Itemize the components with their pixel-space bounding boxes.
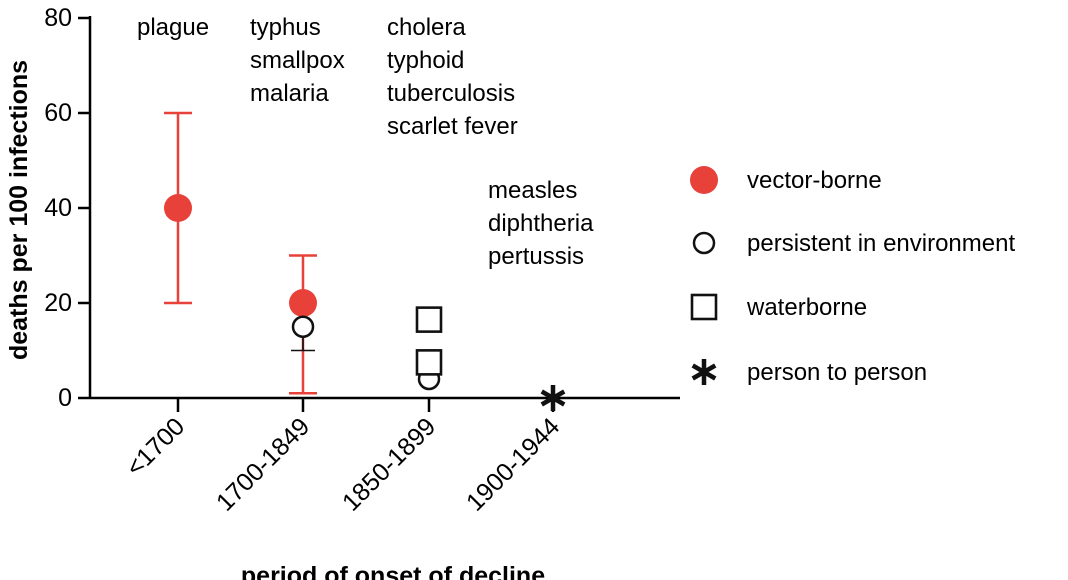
data-point	[415, 349, 443, 376]
y-tick-label: 20	[44, 289, 72, 317]
legend-label: waterborne	[746, 294, 867, 321]
annotation-line: smallpox	[250, 47, 345, 74]
annotation-line: diphtheria	[488, 210, 594, 237]
x-tick-label: 1700-1849	[211, 412, 315, 516]
legend-marker	[690, 166, 718, 194]
x-tick-label: 1900-1944	[461, 412, 565, 516]
y-ticks: 0 20 40 60 80	[44, 4, 90, 412]
annotation-line: tuberculosis	[387, 80, 515, 107]
error-bars	[164, 111, 317, 395]
y-tick-label: 60	[44, 99, 72, 127]
x-tick-label: 1850-1899	[337, 412, 441, 516]
legend-label: vector-borne	[747, 167, 882, 194]
legend-label: person to person	[747, 359, 927, 386]
legend-marker	[690, 293, 718, 321]
annotation-line: plague	[137, 14, 209, 41]
data-point	[415, 306, 443, 333]
data-points	[164, 194, 566, 411]
annotation-line: typhus	[250, 14, 321, 41]
annotation-line: scarlet fever	[387, 113, 518, 140]
data-point	[291, 315, 315, 338]
annotation-line: cholera	[387, 14, 466, 41]
annotation-line: measles	[488, 177, 577, 204]
annotation-line: typhoid	[387, 47, 464, 74]
legend-label: persistent in environment	[747, 230, 1015, 257]
legend: vector-borne persistent in environment wat…	[690, 166, 1015, 386]
y-tick-label: 0	[58, 384, 72, 412]
x-tick-label: <1700	[121, 412, 190, 481]
x-axis-title: period of onset of decline	[241, 562, 545, 580]
data-point	[540, 385, 566, 411]
y-tick-label: 80	[44, 4, 72, 32]
data-point	[289, 289, 317, 317]
legend-marker	[692, 231, 716, 255]
disease-annotations: plague typhus smallpox malaria cholera typhoi…	[137, 14, 594, 270]
annotation-line: pertussis	[488, 243, 584, 270]
annotation-line: malaria	[250, 80, 329, 107]
legend-marker	[691, 359, 717, 385]
y-axis-title: deaths per 100 infections	[5, 60, 33, 360]
data-point	[164, 194, 192, 222]
y-tick-label: 40	[44, 194, 72, 222]
